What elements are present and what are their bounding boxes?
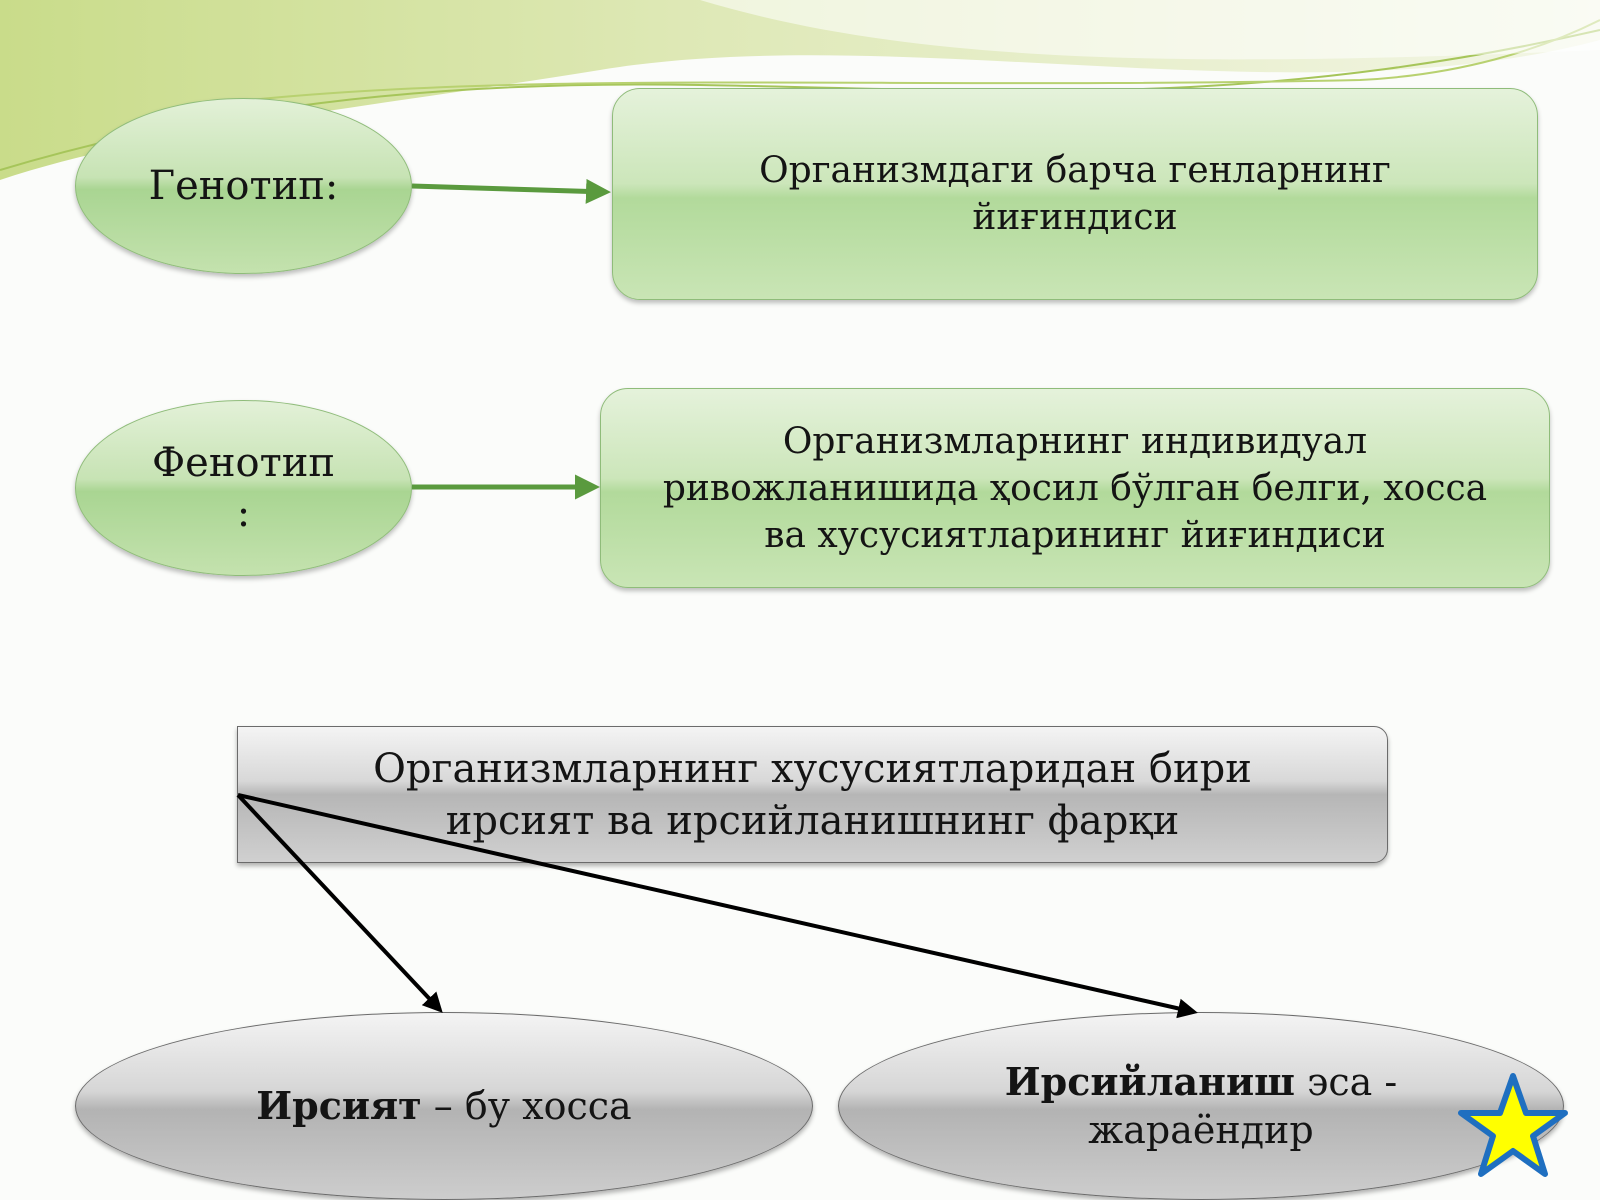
genotype-definition-line2: йиғиндиси: [972, 197, 1178, 238]
genotype-definition-line1: Организмдаги барча генларнинг: [759, 150, 1391, 191]
heredity-text: Ирсият – бу хосса: [256, 1082, 631, 1130]
heredity-term: Ирсият: [256, 1083, 422, 1128]
difference-line2: ирсият ва ирсийланишнинг фарқи: [445, 797, 1180, 844]
phenotype-label: Фенотип: [151, 440, 336, 486]
difference-line1: Организмларнинг хусусиятларидан бири: [373, 745, 1252, 792]
genotype-definition-box: Организмдаги барча генларнинг йиғиндиси: [612, 88, 1538, 300]
phenotype-definition-line1: Организмларнинг индивидуал: [782, 420, 1368, 462]
difference-box: Организмларнинг хусусиятларидан бири ирс…: [237, 726, 1388, 863]
inheritance-description: эса -: [1295, 1060, 1398, 1104]
genotype-ellipse: Генотип:: [75, 98, 412, 274]
phenotype-ellipse: Фенотип :: [75, 400, 412, 576]
star-icon: [1458, 1073, 1568, 1177]
inheritance-text-line2: жараёндир: [1088, 1108, 1314, 1152]
inheritance-term: Ирсийланиш: [1004, 1059, 1295, 1104]
genotype-label: Генотип:: [148, 163, 339, 209]
phenotype-label-colon: :: [236, 490, 251, 536]
heredity-description: – бу хосса: [421, 1084, 632, 1128]
phenotype-definition-line2: ривожланишида ҳосил бўлган белги, хосса: [662, 467, 1488, 509]
heredity-ellipse: Ирсият – бу хосса: [75, 1012, 813, 1200]
inheritance-text-line1: Ирсийланиш эса -: [1005, 1058, 1397, 1106]
phenotype-definition-line3: ва хусусиятларининг йиғиндиси: [764, 514, 1386, 556]
phenotype-definition-box: Организмларнинг индивидуал ривожланишида…: [600, 388, 1550, 588]
inheritance-ellipse: Ирсийланиш эса - жараёндир: [838, 1012, 1564, 1200]
